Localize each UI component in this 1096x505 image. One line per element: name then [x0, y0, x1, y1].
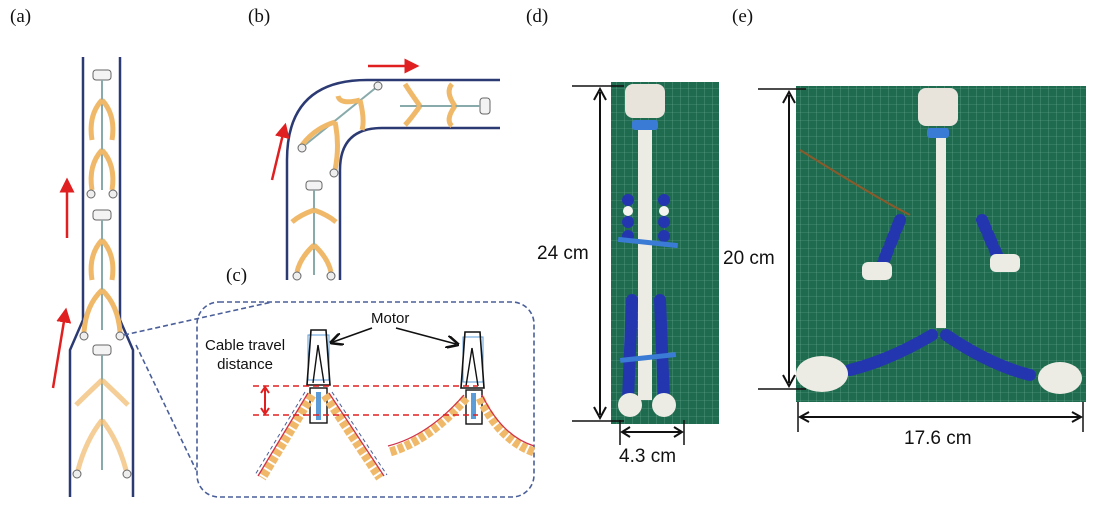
panel-a-pipe-diagram [51, 57, 135, 497]
panel-label-a: (a) [10, 6, 32, 27]
robot-b-corner [297, 81, 383, 178]
legs-bent [387, 394, 536, 457]
motor-left [306, 329, 331, 424]
panel-b-elbow-diagram [270, 58, 500, 281]
panel-e-photo [758, 86, 1086, 432]
robot-b-horizontal [400, 82, 491, 128]
robot-b-vertical [290, 180, 338, 281]
direction-arrow-a-lower [51, 307, 72, 389]
direction-arrow-b-vertical [270, 122, 290, 181]
callout-dashed-box [196, 301, 535, 498]
e-height-label: 20 cm [721, 248, 777, 270]
pipe-wall-left [68, 57, 85, 497]
cable-travel-label-line2: distance [217, 356, 273, 373]
elbow-inner-wall [338, 126, 500, 280]
e-width-label: 17.6 cm [904, 428, 972, 449]
pipe-wall-right [118, 57, 135, 497]
d-height-label: 24 cm [535, 243, 591, 265]
legs-extended [254, 391, 388, 481]
d-width-label: 4.3 cm [619, 446, 677, 467]
motor-right [460, 331, 485, 425]
robot-a2 [79, 209, 125, 341]
elbow-outer-wall [285, 78, 500, 280]
cable-travel-label-line1: Cable travel [205, 337, 286, 354]
cable-travel-label: Cable travel distance [205, 336, 285, 374]
panel-c-detail [123, 301, 536, 498]
panel-label-d: (d) [526, 6, 549, 27]
panel-d-photo [572, 82, 719, 445]
robot-a3 [72, 344, 132, 479]
motor-label: Motor [371, 310, 410, 327]
panel-label-e: (e) [732, 6, 754, 27]
motor-pointer-right [395, 327, 456, 344]
robot-a1 [86, 69, 118, 199]
callout-connector-bottom [135, 344, 197, 471]
panel-label-c: (c) [226, 265, 248, 286]
panel-label-b: (b) [248, 6, 271, 27]
motor-pointer-left [333, 327, 373, 342]
